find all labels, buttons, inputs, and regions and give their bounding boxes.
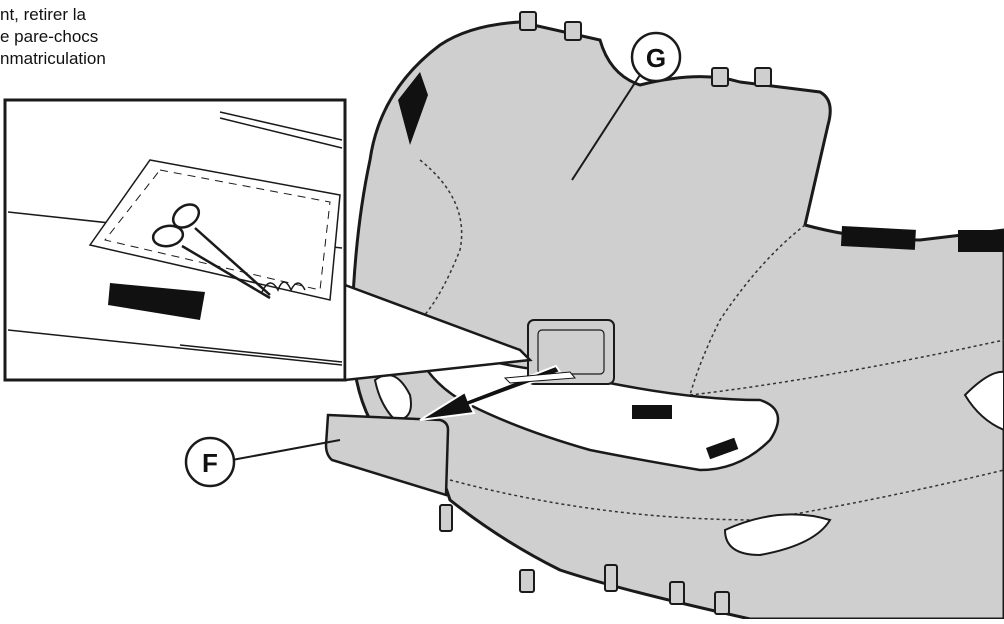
tape-strips [840, 226, 1004, 252]
scissors-icon [151, 203, 271, 300]
right-vent [963, 370, 1004, 432]
opening-tape [632, 405, 739, 460]
instruction-line-1: nt, retirer la [0, 5, 86, 24]
seam-line-upper [419, 159, 463, 321]
instruction-text: nt, retirer la e pare-chocs nmatriculati… [0, 4, 200, 70]
seam-line-right [689, 224, 806, 396]
tape-piece-inset [108, 283, 205, 320]
removal-arrow [419, 364, 577, 421]
detail-inset [3, 98, 533, 382]
seam-line-mid [689, 339, 1004, 396]
cut-line [261, 281, 306, 293]
callout-f-leader [231, 439, 341, 461]
callout-f-label: F [202, 448, 218, 478]
top-clips [519, 11, 772, 87]
instruction-line-3: nmatriculation [0, 49, 106, 68]
grille-opening [408, 327, 780, 472]
plate-panel-f [324, 413, 450, 497]
lower-clips [439, 504, 730, 615]
instruction-line-2: e pare-chocs [0, 27, 99, 46]
callout-f-circle [184, 436, 236, 488]
left-trim [398, 72, 428, 145]
lower-right-vent [723, 513, 832, 557]
callout-g-label: G [646, 43, 666, 73]
left-vent [373, 374, 412, 422]
callout-g-circle [630, 31, 682, 83]
callout-g-leader [571, 74, 641, 181]
